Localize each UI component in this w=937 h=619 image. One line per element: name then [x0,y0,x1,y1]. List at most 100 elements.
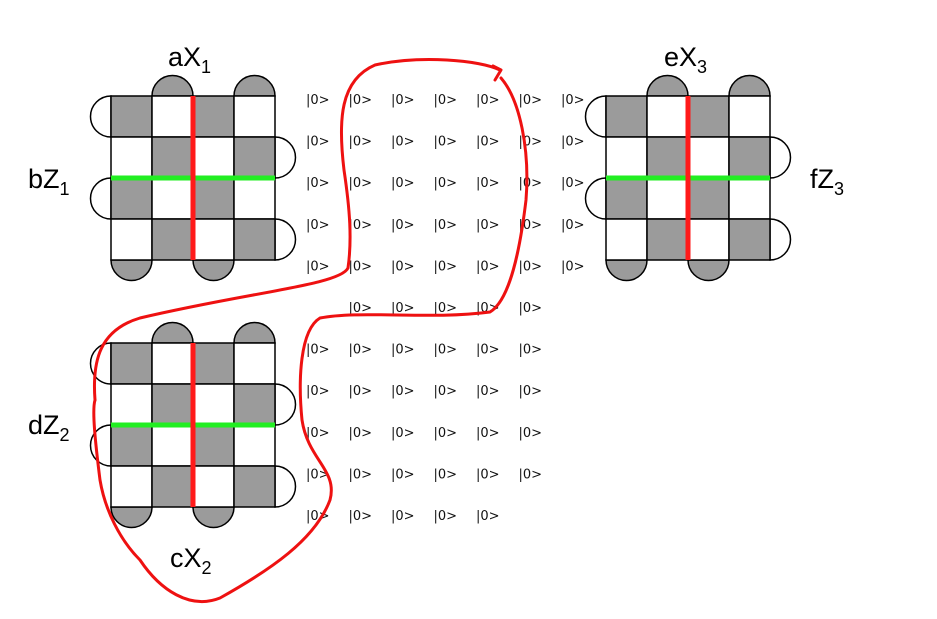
stabilizer-cell [192,465,235,508]
selection-outline-arrowhead [491,64,503,82]
ket-zero: |0> [349,301,373,316]
ket-zero: |0> [561,135,585,150]
ket-zero: |0> [306,218,330,233]
boundary-cap-bottom [605,259,648,282]
ket-zero: |0> [434,343,458,358]
boundary-cap-top [233,321,276,344]
ket-zero: |0> [476,384,500,399]
stabilizer-cell [151,383,194,426]
stabilizer-cell [151,465,194,508]
stabilizer-cell [687,218,730,261]
ket-zero: |0> [391,343,415,358]
ket-zero: |0> [476,218,500,233]
patch-3 [584,74,792,282]
ket-zero: |0> [561,218,585,233]
stabilizer-cell [110,177,153,220]
boundary-cap-right [274,383,297,426]
selection-outline-upper [92,58,502,402]
stabilizer-cell [233,465,276,508]
ket-zero: |0> [434,467,458,482]
stabilizer-cell [110,383,153,426]
stabilizer-cell [192,424,235,467]
boundary-cap-top [728,74,771,97]
stabilizer-cell [646,218,689,261]
stabilizer-cell [233,218,276,261]
boundary-cap-left [89,177,112,220]
boundary-cap-top [646,74,689,97]
stabilizer-cell [110,465,153,508]
stabilizer-cell [687,95,730,138]
ket-zero: |0> [434,135,458,150]
patch-3-z-label: fZ3 [810,164,844,199]
ket-zero: |0> [476,467,500,482]
ket-zero: |0> [306,176,330,191]
selection-outline-lower [92,76,529,604]
stabilizer-cell [192,218,235,261]
ket-zero: |0> [349,259,373,274]
ket-zero: |0> [434,93,458,108]
stabilizer-cell [233,136,276,179]
ket-zero: |0> [306,135,330,150]
ket-grid: |0> |0> |0> |0> |0> |0> |0> |0> |0> |0> |0> |0> |0> |… [306,93,585,524]
boundary-cap-top [151,321,194,344]
stabilizer-cell [605,95,648,138]
stabilizer-cell [728,95,771,138]
stabilizer-cell [728,136,771,179]
stabilizer-cell [110,342,153,385]
ket-zero: |0> [306,384,330,399]
ket-zero: |0> [476,135,500,150]
stabilizer-cell [605,218,648,261]
ket-zero: |0> [391,93,415,108]
patch-3-x-label: eX3 [664,42,707,77]
ket-zero: |0> [434,426,458,441]
stabilizer-cell [110,136,153,179]
patch-1-z-label: bZ1 [28,164,70,199]
ket-zero: |0> [306,343,330,358]
boundary-cap-bottom [110,506,153,529]
boundary-cap-left [584,177,607,220]
stabilizer-cell [151,218,194,261]
stabilizer-cell [192,383,235,426]
boundary-cap-left [89,95,112,138]
boundary-cap-right [274,218,297,261]
ket-zero: |0> [476,176,500,191]
ket-zero: |0> [349,509,373,524]
stabilizer-cell [233,342,276,385]
stabilizer-cell [687,136,730,179]
ket-zero: |0> [306,467,330,482]
stabilizer-cell [728,177,771,220]
ket-zero: |0> [476,93,500,108]
ket-zero: |0> [519,93,543,108]
stabilizer-cell [605,136,648,179]
stabilizer-cell [151,136,194,179]
boundary-cap-right [274,465,297,508]
ket-zero: |0> [434,176,458,191]
stabilizer-cell [728,218,771,261]
boundary-cap-left [584,95,607,138]
ket-zero: |0> [434,301,458,316]
stabilizer-cell [233,383,276,426]
ket-zero: |0> [391,509,415,524]
ket-zero: |0> [476,343,500,358]
stabilizer-cell [233,177,276,220]
ket-zero: |0> [349,467,373,482]
patch-2-z-label: dZ2 [28,410,70,445]
patch-2 [89,321,297,529]
ket-zero: |0> [476,259,500,274]
ket-zero: |0> [561,93,585,108]
stabilizer-cell [192,342,235,385]
ket-zero: |0> [476,426,500,441]
ket-zero: |0> [519,176,543,191]
stabilizer-cell [151,424,194,467]
patches-layer [89,74,792,529]
boundary-cap-bottom [110,259,153,282]
stabilizer-cell [646,136,689,179]
ket-zero: |0> [306,426,330,441]
boundary-cap-right [769,136,792,179]
stabilizer-cell [233,424,276,467]
ket-zero: |0> [519,467,543,482]
boundary-cap-top [151,74,194,97]
ket-zero: |0> [391,467,415,482]
ket-zero: |0> [434,509,458,524]
